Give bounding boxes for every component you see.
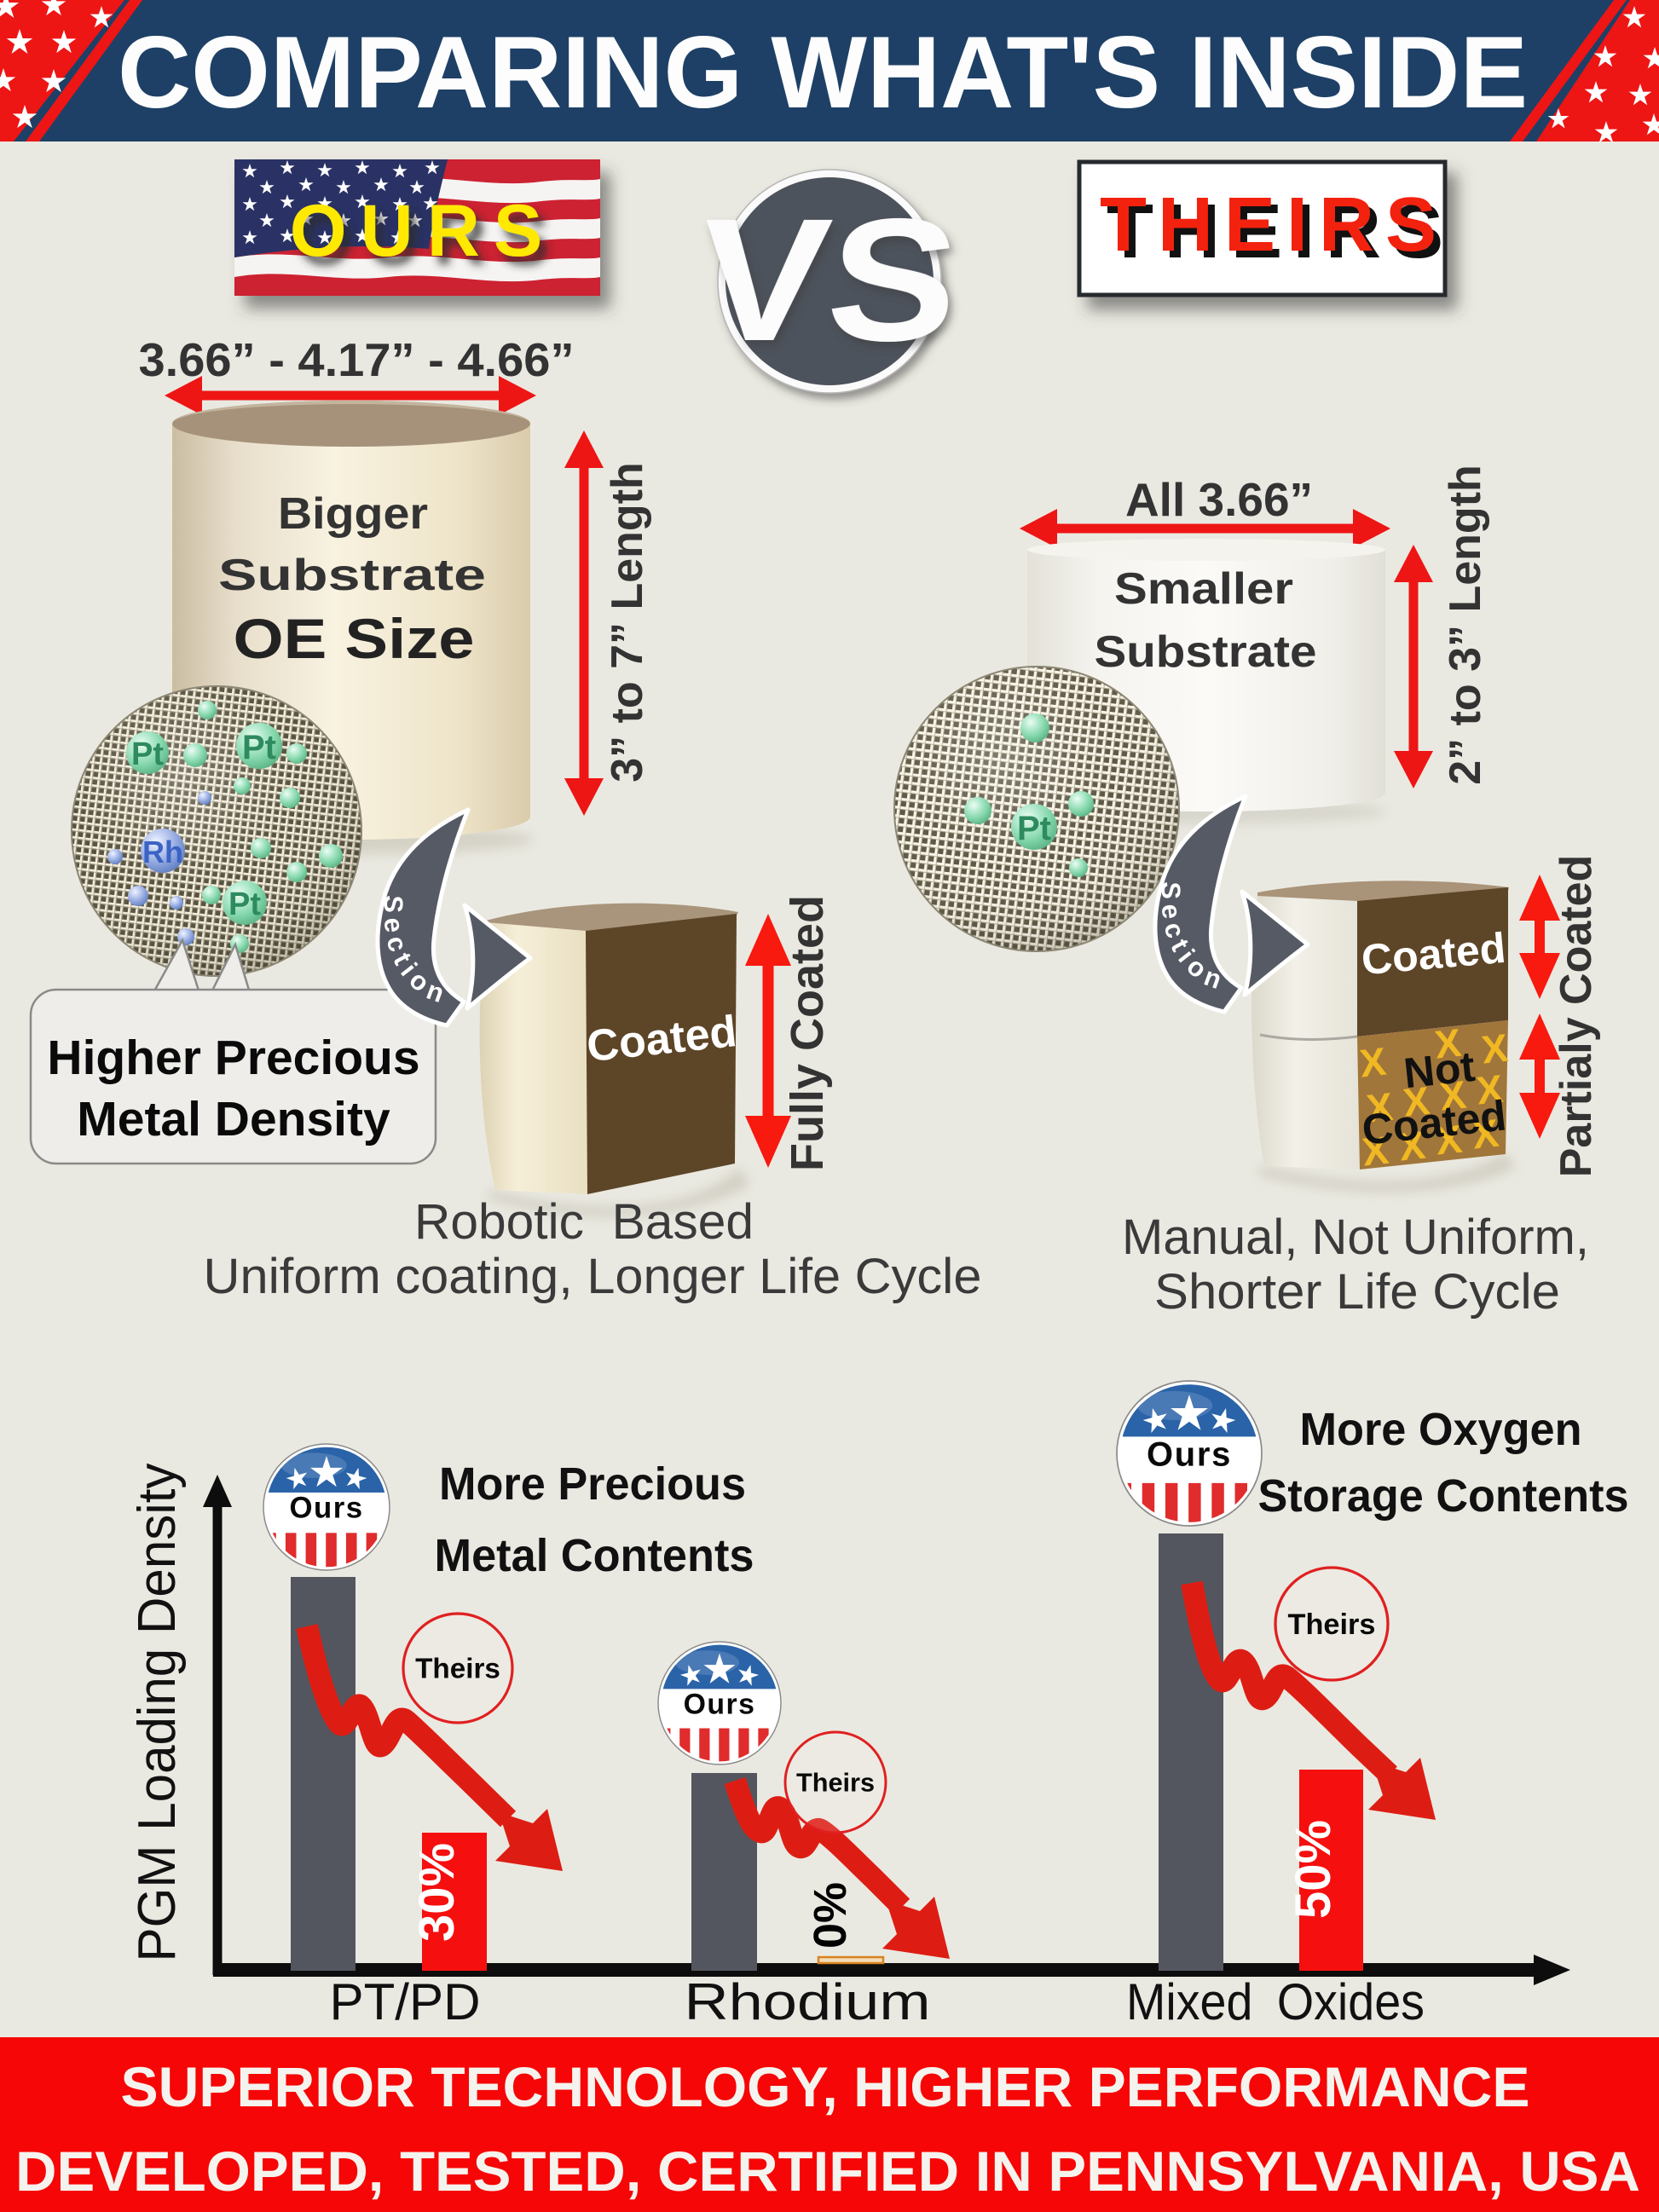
svg-text:Substrate: Substrate	[218, 551, 486, 600]
svg-text:Pt: Pt	[131, 736, 164, 772]
svg-text:THEIRS: THEIRS	[1107, 189, 1454, 274]
svg-text:3” to 7” Length: 3” to 7” Length	[603, 462, 652, 783]
svg-text:Pt: Pt	[228, 887, 261, 922]
svg-text:3.66” - 4.17” - 4.66”: 3.66” - 4.17” - 4.66”	[139, 333, 575, 386]
svg-text:Metal Contents: Metal Contents	[435, 1530, 754, 1581]
svg-text:2” to 3” Length: 2” to 3” Length	[1441, 465, 1490, 785]
svg-text:OE Size: OE Size	[234, 607, 475, 670]
svg-text:X: X	[1364, 1084, 1395, 1131]
svg-text:More Oxygen: More Oxygen	[1300, 1404, 1582, 1455]
svg-text:OURS: OURS	[290, 190, 556, 272]
svg-text:Smaller: Smaller	[1114, 564, 1293, 614]
svg-text:Higher Precious: Higher Precious	[47, 1031, 419, 1085]
svg-text:X: X	[1437, 1072, 1468, 1119]
svg-text:Rh: Rh	[142, 835, 183, 869]
svg-text:DEVELOPED, TESTED, CERTIFIED I: DEVELOPED, TESTED, CERTIFIED IN PENNSYLV…	[15, 2140, 1640, 2203]
svg-text:X: X	[1360, 1128, 1390, 1175]
svg-text:Storage Contents: Storage Contents	[1258, 1470, 1629, 1522]
svg-text:VS: VS	[691, 182, 966, 378]
svg-text:Uniform coating, Longer Life C: Uniform coating, Longer Life Cycle	[204, 1249, 982, 1304]
svg-text:Shorter Life Cycle: Shorter Life Cycle	[1154, 1264, 1560, 1320]
svg-text:Not: Not	[1402, 1042, 1477, 1097]
svg-text:All 3.66”: All 3.66”	[1125, 473, 1313, 526]
svg-text:SUPERIOR TECHNOLOGY, HIGHER PE: SUPERIOR TECHNOLOGY, HIGHER PERFORMANCE	[121, 2055, 1530, 2118]
svg-text:Manual, Not Uniform,: Manual, Not Uniform,	[1122, 1210, 1589, 1265]
svg-text:X: X	[1479, 1025, 1510, 1072]
svg-text:Pt: Pt	[1017, 810, 1051, 847]
svg-text:X: X	[1474, 1066, 1505, 1113]
svg-text:30%: 30%	[409, 1843, 465, 1942]
svg-text:0%: 0%	[805, 1882, 856, 1949]
svg-text:X: X	[1433, 1117, 1464, 1164]
svg-text:Pt: Pt	[242, 729, 276, 766]
svg-text:Metal Density: Metal Density	[77, 1092, 390, 1146]
svg-text:Mixed Oxides: Mixed Oxides	[1126, 1973, 1425, 2030]
svg-text:X: X	[1432, 1020, 1463, 1067]
svg-text:Fully Coated: Fully Coated	[782, 895, 833, 1171]
svg-text:PGM Loading Density: PGM Loading Density	[128, 1464, 187, 1962]
svg-text:X: X	[1396, 1123, 1427, 1170]
svg-text:Bigger: Bigger	[278, 489, 428, 539]
svg-text:Robotic Based: Robotic Based	[414, 1194, 754, 1250]
svg-text:X: X	[1401, 1078, 1431, 1125]
svg-text:COMPARING WHAT'S INSIDE: COMPARING WHAT'S INSIDE	[118, 15, 1528, 130]
svg-text:X: X	[1357, 1039, 1388, 1086]
svg-text:Rhodium: Rhodium	[685, 1973, 931, 2030]
svg-text:50%: 50%	[1286, 1820, 1341, 1919]
svg-text:PT/PD: PT/PD	[330, 1973, 481, 2030]
svg-text:Partialy Coated: Partialy Coated	[1552, 855, 1601, 1178]
svg-text:Substrate: Substrate	[1095, 627, 1317, 677]
svg-text:More Precious: More Precious	[439, 1458, 746, 1510]
svg-text:X: X	[1470, 1111, 1500, 1158]
svg-text:THEIRS: THEIRS	[1100, 182, 1448, 268]
